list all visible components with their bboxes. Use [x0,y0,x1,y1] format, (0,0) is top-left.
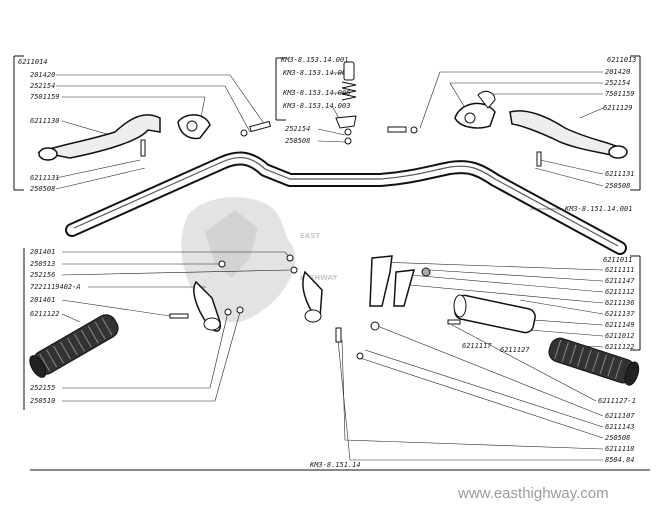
center-part-label-0: КМЗ-8.153.14.001 [280,56,348,64]
handlebar-label: КМЗ-8.151.14.001 [564,205,632,213]
rb-part-label-9: 6211107 [605,412,635,420]
lb-part-label-0: 201401 [30,248,55,256]
right-lever-group: 6211013 201420 252154 7501159 6211129 62… [387,55,641,191]
rb-part-label-1: 6211147 [605,277,635,285]
rb-part-label-10: 6211143 [605,423,635,431]
rb-part-label-7: 6211122 [605,343,635,351]
right-part-label-1: 252154 [605,79,630,87]
watermark-url: www.easthighway.com [457,485,609,502]
rb-part-label-4: 6211137 [605,310,635,318]
rb-part-label-12: 6211118 [605,445,635,453]
rb-part-label-11: 250508 [605,434,630,442]
rb-part-label-8: 6211127-1 [598,397,636,405]
rb-part-label-0: 6211111 [605,266,635,274]
center-part-label-1: КМЗ-8.153.14.005 [282,69,350,77]
center-part-label-2: КМЗ-8.153.14.006 [282,89,350,97]
left-part-label-2: 7501159 [30,93,60,101]
right-part-label-0: 201420 [605,68,630,76]
lb-part-label-4: 201461 [30,296,55,304]
lb-part-label-6: 252155 [30,384,55,392]
left-lever-group: 6211014 201420 252154 7501159 6211130 62… [13,55,272,193]
right-part-label-4: 6211131 [605,170,635,178]
right-part-label-2: 7501159 [605,90,635,98]
left-part-label-4: 6211131 [30,174,60,182]
rb-title: 6211011 [603,256,633,264]
watermark-line2: HIGHWAY [300,274,338,282]
throttle-label-0: 6211117 [462,342,492,350]
left-part-label-5: 250508 [30,185,55,193]
center-part-label-4: 252154 [285,125,310,133]
left-part-label-0: 201420 [30,71,55,79]
lb-part-label-5: 6211122 [30,310,60,318]
rb-part-label-3: 6211136 [605,299,635,307]
lb-part-label-7: 250510 [30,397,55,405]
left-part-label-1: 252154 [30,82,55,90]
lb-part-label-3: 7221119402-А [30,283,81,291]
watermark: EAST HIGHWAY [181,197,338,323]
center-part-label-3: КМЗ-8.153.14.003 [282,102,350,110]
watermark-line1: EAST [300,232,320,240]
center-cable-group: КМЗ-8.153.14.001 КМЗ-8.153.14.005 КМЗ-8.… [275,56,357,145]
lb-part-label-1: 250513 [30,260,55,268]
rb-part-label-13: 8504.84 [605,456,635,464]
rb-part-label-2: 6211112 [605,288,635,296]
assembly-number: КМЗ-8.151.14 [309,461,361,469]
rb-part-label-6: 6211012 [605,332,635,340]
left-bottom-group: 201401 250513 252156 7221119402-А 201461… [23,248,323,410]
handlebar [65,151,627,255]
right-part-label-3: 6211129 [603,104,633,112]
lb-part-label-2: 252156 [30,271,55,279]
left-part-label-3: 6211130 [30,117,60,125]
right-lever-title: 6211013 [607,56,637,64]
center-part-label-5: 250508 [285,137,310,145]
right-part-label-5: 250508 [605,182,630,190]
throttle-label-1: 6211127 [500,346,530,354]
right-bottom-group: 6211011 6211111 6211147 6211112 6211136 … [335,255,641,464]
left-lever-title: 6211014 [18,58,48,66]
rb-part-label-5: 6211149 [605,321,635,329]
